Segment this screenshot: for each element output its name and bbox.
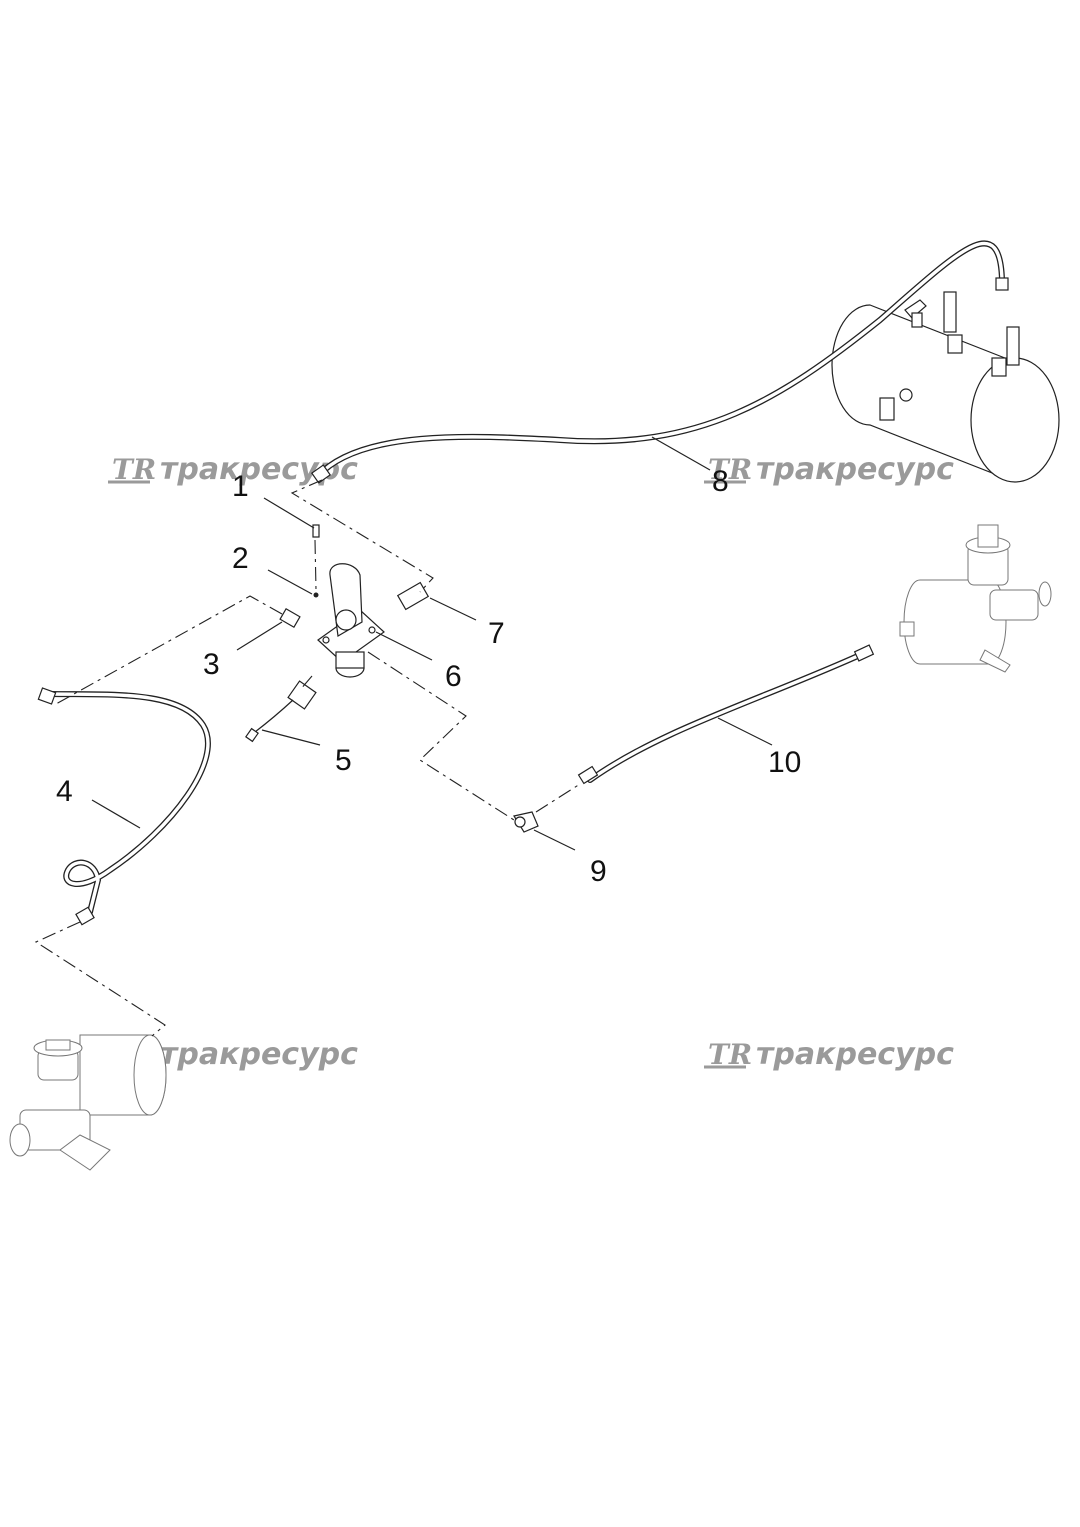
air-tank xyxy=(831,291,1060,483)
callout-8: 8 xyxy=(712,465,729,498)
brake-unit-left xyxy=(9,1034,167,1171)
hose-8 xyxy=(310,240,1009,484)
watermark-text: тракресурс xyxy=(756,452,954,487)
watermark-text: тракресурс xyxy=(160,1037,358,1072)
brake-unit-right xyxy=(899,524,1052,673)
callout-6: 6 xyxy=(445,660,462,693)
callout-9: 9 xyxy=(590,855,607,888)
callout-7: 7 xyxy=(488,617,505,650)
callout-10: 10 xyxy=(768,746,801,779)
screw-1 xyxy=(312,524,320,538)
connector-7 xyxy=(396,581,430,611)
watermark-text: тракресурс xyxy=(756,1037,954,1072)
watermark-bottom-right: TR тракресурс xyxy=(704,1037,954,1072)
callout-3: 3 xyxy=(203,648,220,681)
callout-5: 5 xyxy=(335,744,352,777)
elbow-fitting-9 xyxy=(513,811,539,833)
valve-assembly-6 xyxy=(317,563,385,678)
hose-4 xyxy=(37,687,211,926)
callout-4: 4 xyxy=(56,775,73,808)
callout-1: 1 xyxy=(232,470,249,503)
connection-lines xyxy=(34,479,581,1037)
fitting-3 xyxy=(279,607,301,629)
leader-lines xyxy=(91,436,773,851)
washer-2 xyxy=(313,592,319,598)
hose-10 xyxy=(577,644,875,785)
watermark-top-right: TR тракресурс xyxy=(704,452,954,487)
callout-2: 2 xyxy=(232,542,249,575)
sensor-5 xyxy=(245,680,317,743)
